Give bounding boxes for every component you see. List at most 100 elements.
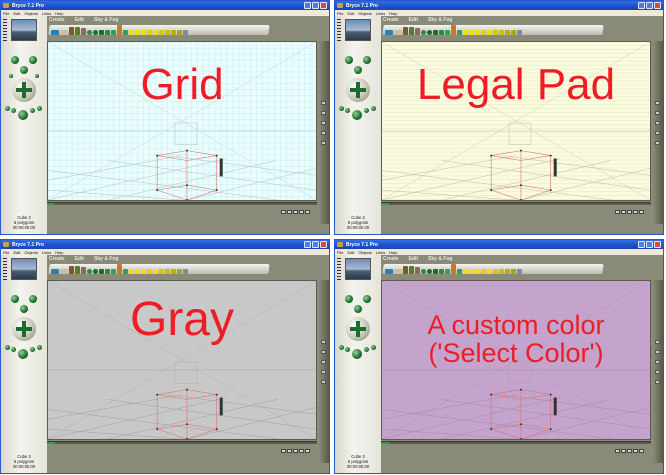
maximize-button[interactable]: [312, 2, 319, 9]
light-icon[interactable]: [475, 269, 480, 274]
light-icon[interactable]: [129, 269, 134, 274]
zoom-dot-icon[interactable]: [339, 345, 344, 350]
wireframe-viewport[interactable]: Legal Pad: [381, 41, 651, 201]
ground-plane-icon[interactable]: [60, 30, 68, 35]
torus-icon[interactable]: [427, 30, 432, 35]
torus-icon[interactable]: [93, 269, 98, 274]
title-bar[interactable]: Bryce 7.1 Pro: [335, 240, 663, 249]
menu-help[interactable]: Help: [389, 10, 398, 16]
view-button[interactable]: [321, 101, 326, 105]
camera-trackball-icon[interactable]: [363, 295, 371, 303]
tab-edit[interactable]: Edit: [408, 17, 419, 23]
water-plane-icon[interactable]: [51, 269, 59, 274]
view-tick-icon[interactable]: [337, 258, 341, 282]
pyramid-icon[interactable]: [439, 269, 444, 274]
light-icon[interactable]: [147, 30, 152, 35]
timeline-scrubber[interactable]: [381, 202, 651, 205]
camera-trackball-icon[interactable]: [345, 56, 353, 64]
minimize-button[interactable]: [304, 2, 311, 9]
wireframe-viewport[interactable]: Grid: [47, 41, 317, 201]
tab-create[interactable]: Create: [49, 17, 65, 23]
light-icon[interactable]: [135, 269, 140, 274]
cone-icon[interactable]: [445, 269, 450, 274]
menu-links[interactable]: Links: [375, 10, 386, 16]
light-icon[interactable]: [153, 30, 158, 35]
sphere-icon[interactable]: [87, 269, 92, 274]
view-button[interactable]: [655, 121, 660, 125]
camera-icon[interactable]: [183, 30, 188, 35]
terrain-icon[interactable]: [403, 27, 408, 35]
menu-objects[interactable]: Objects: [358, 249, 372, 255]
light-icon[interactable]: [493, 269, 498, 274]
maximize-button[interactable]: [312, 241, 319, 248]
prev-button[interactable]: [621, 449, 626, 453]
light-icon[interactable]: [141, 30, 146, 35]
zoom-dot-icon[interactable]: [5, 345, 10, 350]
torus-icon[interactable]: [93, 30, 98, 35]
camera-trackball-icon[interactable]: [11, 56, 19, 64]
zoom-dot-icon[interactable]: [30, 347, 35, 352]
light-icon[interactable]: [481, 30, 486, 35]
rewind-button[interactable]: [615, 210, 620, 214]
menu-file[interactable]: File: [337, 10, 344, 16]
rock-icon[interactable]: [81, 28, 86, 35]
zoom-dot-icon[interactable]: [345, 347, 350, 352]
zoom-dot-icon[interactable]: [5, 106, 10, 111]
light-icon[interactable]: [475, 30, 480, 35]
close-button[interactable]: [320, 2, 327, 9]
water-plane-icon[interactable]: [51, 30, 59, 35]
zoom-ball-icon[interactable]: [18, 110, 28, 120]
light-icon[interactable]: [511, 30, 516, 35]
rock-icon[interactable]: [81, 267, 86, 274]
minimize-button[interactable]: [638, 2, 645, 9]
camera-dot-icon[interactable]: [9, 74, 13, 78]
tab-sky-fog[interactable]: Sky & Fog: [94, 256, 119, 262]
water-plane-icon[interactable]: [385, 30, 393, 35]
light-icon[interactable]: [177, 30, 182, 35]
primitive-icon[interactable]: [123, 30, 128, 35]
torus-icon[interactable]: [427, 269, 432, 274]
nano-preview[interactable]: [345, 19, 371, 41]
zoom-dot-icon[interactable]: [345, 108, 350, 113]
light-icon[interactable]: [505, 30, 510, 35]
zoom-dot-icon[interactable]: [339, 106, 344, 111]
primitive-icon[interactable]: [457, 269, 462, 274]
menu-edit[interactable]: Edit: [347, 10, 355, 16]
view-button[interactable]: [655, 340, 660, 344]
light-icon[interactable]: [493, 30, 498, 35]
nano-preview[interactable]: [11, 19, 37, 41]
maximize-button[interactable]: [646, 241, 653, 248]
menu-file[interactable]: File: [337, 249, 344, 255]
play-button[interactable]: [293, 210, 298, 214]
timeline-knob[interactable]: [47, 442, 55, 444]
zoom-dot-icon[interactable]: [30, 108, 35, 113]
camera-trackball-icon[interactable]: [11, 295, 19, 303]
view-button[interactable]: [655, 131, 660, 135]
figure-icon[interactable]: [117, 25, 122, 35]
camera-cross-icon[interactable]: [354, 305, 362, 313]
next-button[interactable]: [299, 449, 304, 453]
zoom-ball-icon[interactable]: [352, 110, 362, 120]
timeline-knob[interactable]: [381, 442, 389, 444]
light-icon[interactable]: [141, 269, 146, 274]
next-button[interactable]: [633, 210, 638, 214]
camera-trackball-icon[interactable]: [29, 295, 37, 303]
prev-button[interactable]: [287, 210, 292, 214]
view-button[interactable]: [655, 350, 660, 354]
view-button[interactable]: [321, 340, 326, 344]
view-tick-icon[interactable]: [337, 19, 341, 43]
title-bar[interactable]: Bryce 7.1 Pro: [1, 240, 329, 249]
primitive-icon[interactable]: [457, 30, 462, 35]
cube-icon[interactable]: [433, 30, 438, 35]
light-icon[interactable]: [177, 269, 182, 274]
menu-objects[interactable]: Objects: [24, 10, 38, 16]
tab-edit[interactable]: Edit: [74, 17, 85, 23]
prev-button[interactable]: [287, 449, 292, 453]
pyramid-icon[interactable]: [105, 269, 110, 274]
light-icon[interactable]: [499, 269, 504, 274]
zoom-dot-icon[interactable]: [364, 108, 369, 113]
minimize-button[interactable]: [304, 241, 311, 248]
play-button[interactable]: [627, 210, 632, 214]
ground-plane-icon[interactable]: [60, 269, 68, 274]
nano-preview[interactable]: [11, 258, 37, 280]
